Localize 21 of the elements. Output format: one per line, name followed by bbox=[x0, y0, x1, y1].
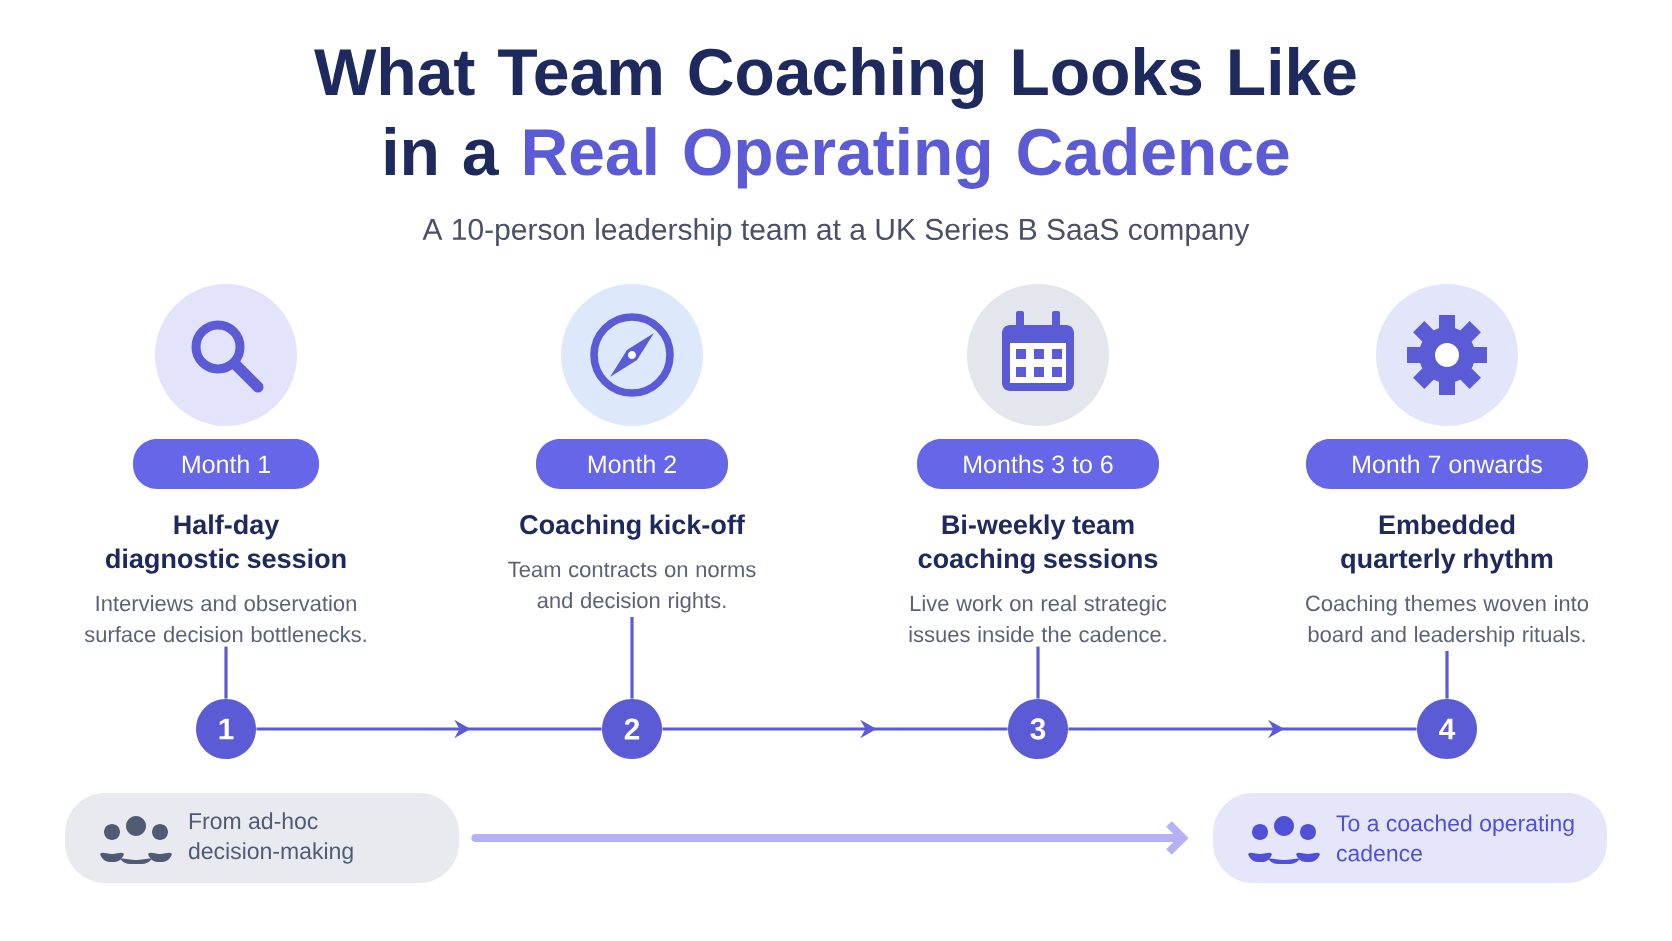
step-text: Coaching kick-off Team contracts on norms and decision rights. bbox=[508, 514, 756, 613]
connector-line bbox=[1445, 650, 1449, 699]
step-number: 2 bbox=[602, 699, 662, 759]
outcome-box: From ad-hoc decision-making bbox=[65, 793, 459, 883]
month-pill: Month 1 bbox=[133, 439, 319, 489]
month-pill: Month 7 onwards bbox=[1306, 439, 1588, 489]
arrow bbox=[471, 821, 1189, 855]
outcome-box: To a coached operating cadence bbox=[1213, 793, 1607, 883]
connector-line bbox=[1036, 646, 1040, 699]
step-text: Embedded quarterly rhythm Coaching themes woven into board and leadership rituals. bbox=[1306, 514, 1589, 647]
step-number: 3 bbox=[1008, 699, 1068, 759]
month-pill: Months 3 to 6 bbox=[917, 439, 1159, 489]
step-text: Half-day diagnostic session Interviews and observation surface decision bottlenecks. bbox=[84, 514, 366, 643]
month-pill: Month 2 bbox=[536, 439, 728, 489]
subtitle: A 10-person leadership team at a UK Series B SaaS company bbox=[422, 218, 1250, 246]
connector-line bbox=[630, 616, 634, 699]
step-number: 4 bbox=[1417, 699, 1477, 759]
connector-line bbox=[224, 646, 228, 699]
step-number: 1 bbox=[196, 699, 256, 759]
step-text: Bi-weekly team coaching sessions Live work on real strategic issues inside the cadence. bbox=[909, 514, 1167, 643]
title: What Team Coaching Looks Like in a Real Operating Cadence bbox=[314, 47, 1356, 189]
